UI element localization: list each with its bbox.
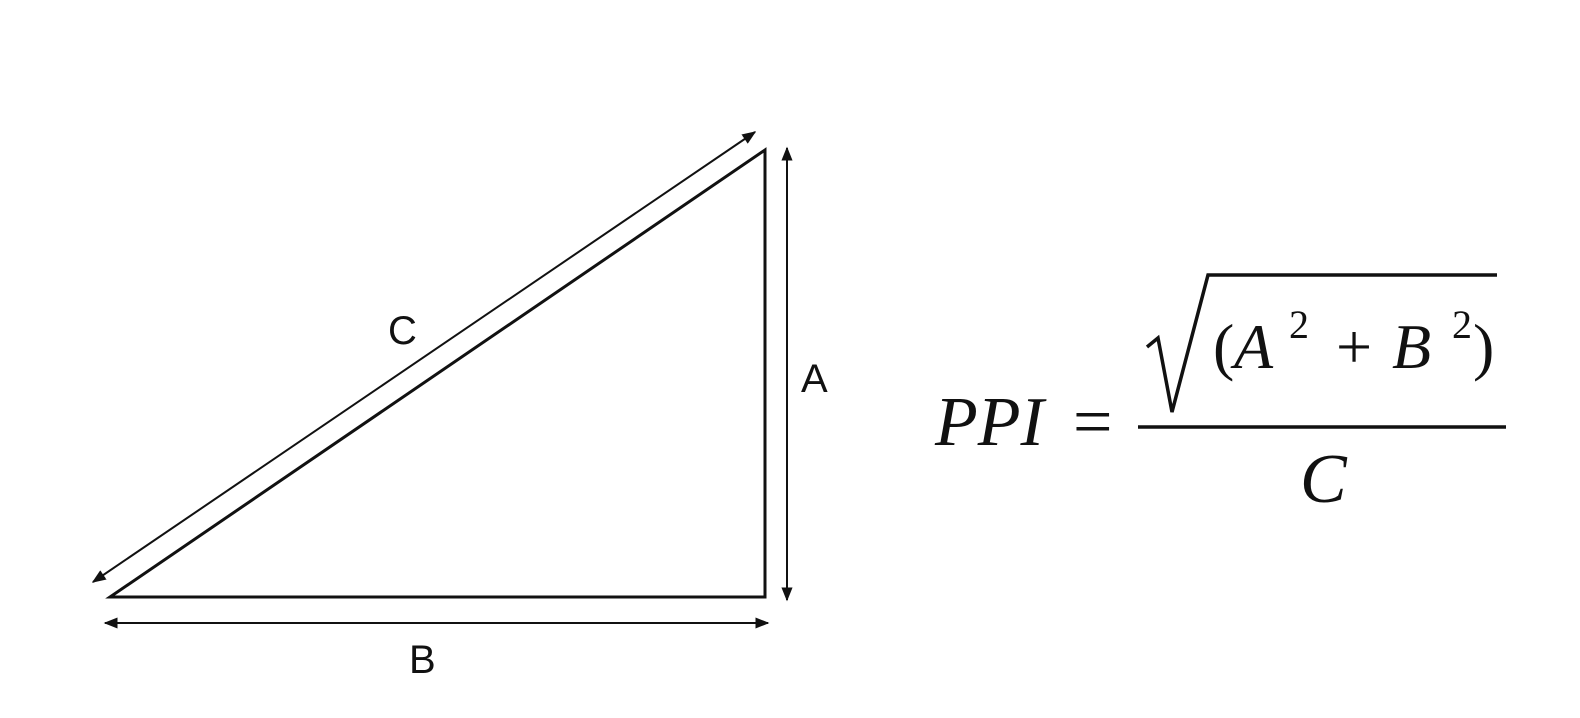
hypotenuse-dimension-arrow [91,131,757,583]
formula-close-paren: ) [1473,311,1494,382]
ppi-formula: PPI = ( A 2 + B 2 ) C [934,273,1506,518]
square-root-icon [1145,273,1497,413]
label-horizontal-b: B [409,638,436,682]
formula-exponent-a: 2 [1289,302,1309,347]
formula-lhs: PPI [934,384,1048,461]
formula-term-a: A [1230,311,1274,382]
formula-plus: + [1336,311,1372,382]
right-triangle [105,147,767,599]
label-hypotenuse-c: C [388,309,417,353]
formula-exponent-b: 2 [1452,302,1472,347]
formula-open-paren: ( [1213,311,1234,382]
formula-equals: = [1073,384,1112,461]
formula-term-b: B [1392,311,1431,382]
label-vertical-a: A [801,357,828,401]
formula-denominator: C [1300,441,1348,518]
